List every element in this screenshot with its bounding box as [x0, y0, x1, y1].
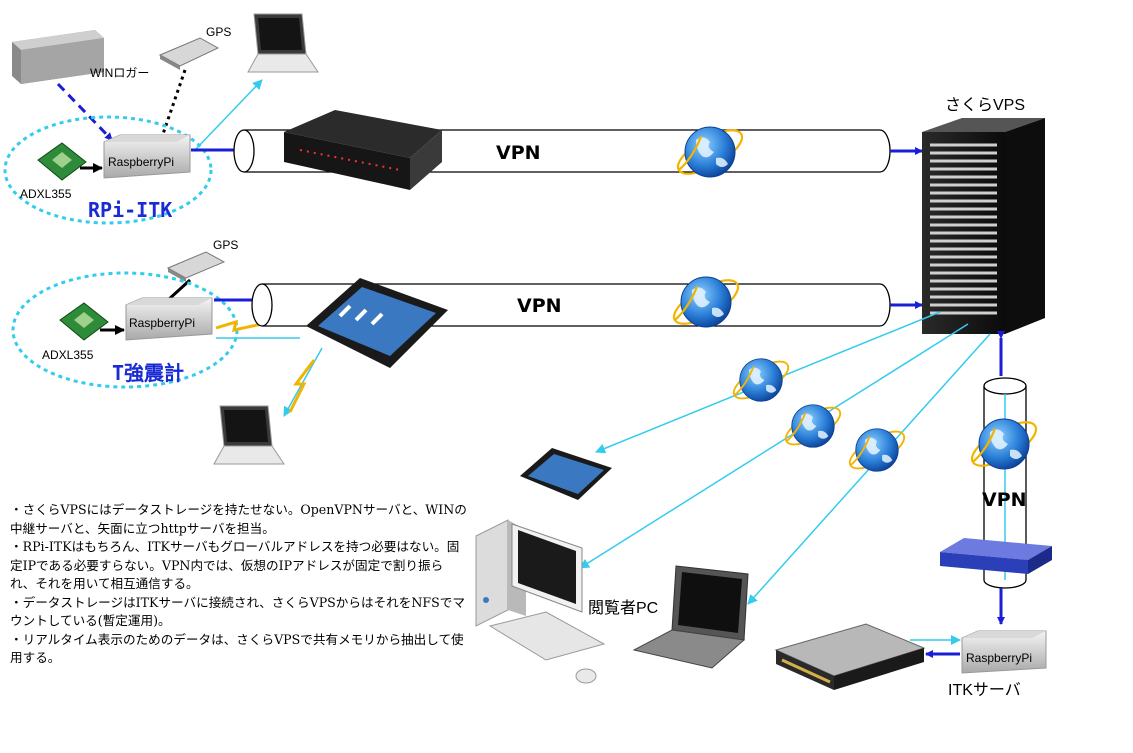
internet-globe-client2-icon [777, 399, 847, 453]
adxl-sensor-mid-icon [59, 302, 109, 341]
laptop-mid-icon [213, 405, 285, 465]
rpi-mid-label: RaspberryPi [129, 316, 195, 330]
win-logger-label: WINロガー [90, 66, 149, 80]
raspberrypi-itk-box: RaspberryPi [961, 630, 1047, 674]
viewer-pc-laptop-icon [632, 565, 749, 669]
gps-antenna-top-icon [158, 37, 220, 70]
internet-globe-client3-icon [841, 423, 911, 477]
rpi-top-label: RaspberryPi [108, 155, 174, 169]
rpi-itk-group [3, 115, 213, 225]
note-line-3: ・データストレージはITKサーバに接続され、さくらVPSからはそれをNFSでマウ… [10, 594, 465, 629]
lightning-link-laptop-icon [288, 359, 316, 413]
adxl-mid-label: ADXL355 [42, 348, 94, 362]
adxl-sensor-top-icon [37, 142, 87, 181]
gps-top-link [161, 69, 187, 135]
vps-to-desktop-link [579, 323, 969, 569]
viewer-pc-label: 閲覧者PC [588, 598, 658, 617]
tablet-client-icon [520, 448, 612, 500]
network-switch-icon [940, 538, 1052, 574]
note-line-2: ・RPi-ITKはもちろん、ITKサーバもグローバルアドレスを持つ必要はない。固… [10, 539, 460, 591]
sakura-vps-server-rack [922, 118, 1045, 334]
itk-server-label: ITKサーバ [948, 682, 1021, 699]
vpn-right-label: VPN [982, 489, 1027, 511]
sakura-vps-label: さくらVPS [945, 96, 1025, 114]
desktop-pc-icon [475, 519, 606, 684]
raspberrypi-mid-box: RaspberryPi [125, 297, 213, 341]
system-rpi-itk-label: RPi-ITK [88, 198, 172, 222]
tablet-mid-icon [306, 278, 448, 368]
notes-block: ・さくらVPSにはデータストレージを持たせない。OpenVPNサーバと、WINの… [10, 501, 468, 668]
router-device [284, 110, 442, 190]
gps-mid-label: GPS [213, 238, 238, 252]
win-logger-link [56, 82, 114, 142]
internet-globe-client1-icon [725, 353, 795, 407]
raspberrypi-top-box: RaspberryPi [103, 134, 191, 179]
note-line-1: ・さくらVPSにはデータストレージを持たせない。OpenVPNサーバと、WINの… [10, 502, 467, 536]
lightning-link-mid-icon [215, 319, 263, 332]
wireless-link-top [194, 79, 263, 151]
note-line-4: ・リアルタイム表示のためのデータは、さくらVPSで共有メモリから抽出して使用する… [10, 631, 464, 666]
win-logger-device [12, 30, 104, 84]
rpi-itk-label: RaspberryPi [966, 651, 1032, 665]
adxl-top-label: ADXL355 [20, 187, 72, 201]
tablet-to-laptop-link [283, 347, 323, 417]
gps-antenna-mid-icon [166, 251, 226, 282]
system-t-seismometer-label: T強震計 [112, 361, 184, 385]
hard-disk-storage-icon [774, 623, 926, 690]
vpn-mid-label: VPN [517, 295, 562, 317]
gps-top-label: GPS [206, 25, 231, 39]
vpn-top-label: VPN [496, 142, 541, 164]
gps-mid-link [166, 278, 192, 302]
internet-globe-right-icon [962, 412, 1044, 476]
laptop-top-icon [247, 13, 319, 73]
